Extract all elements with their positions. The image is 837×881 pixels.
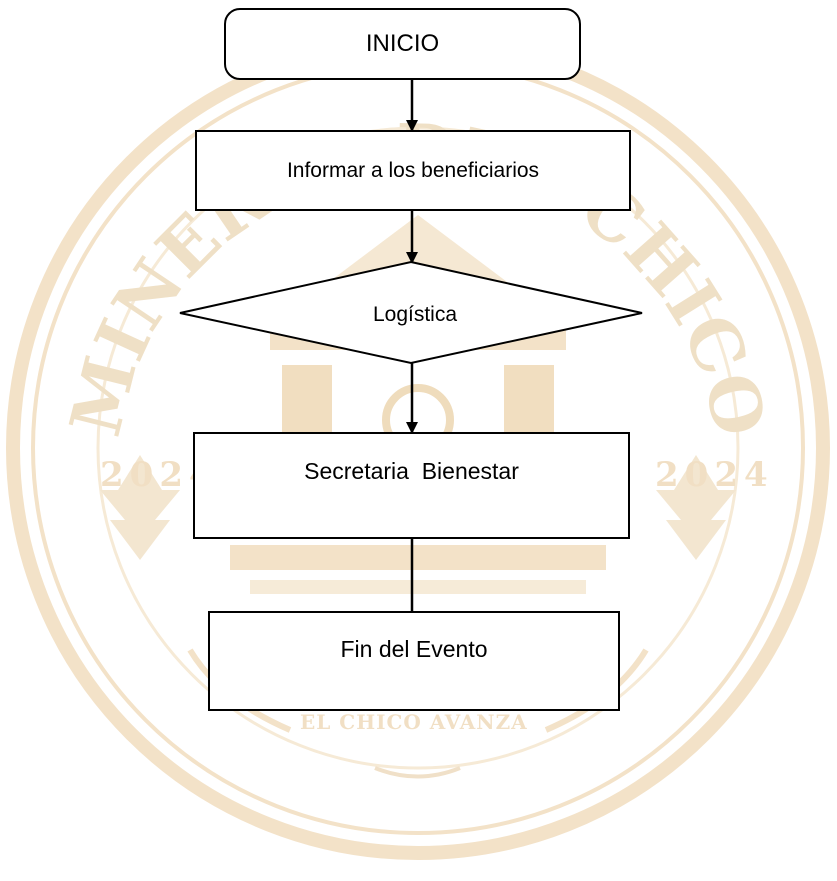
decision-label: Logística [372,303,458,326]
inform-process-node: Informar a los beneficiarios [195,130,631,211]
secretaria-process-node: Secretaria Bienestar [193,432,630,539]
end-node: Fin del Evento [208,611,620,711]
end-node-label: Fin del Evento [340,636,488,662]
secretaria-process-label: Secretaria Bienestar [304,458,519,484]
start-node-label: INICIO [365,30,440,57]
inform-process-label: Informar a los beneficiarios [286,158,540,182]
start-node: INICIO [224,8,581,80]
